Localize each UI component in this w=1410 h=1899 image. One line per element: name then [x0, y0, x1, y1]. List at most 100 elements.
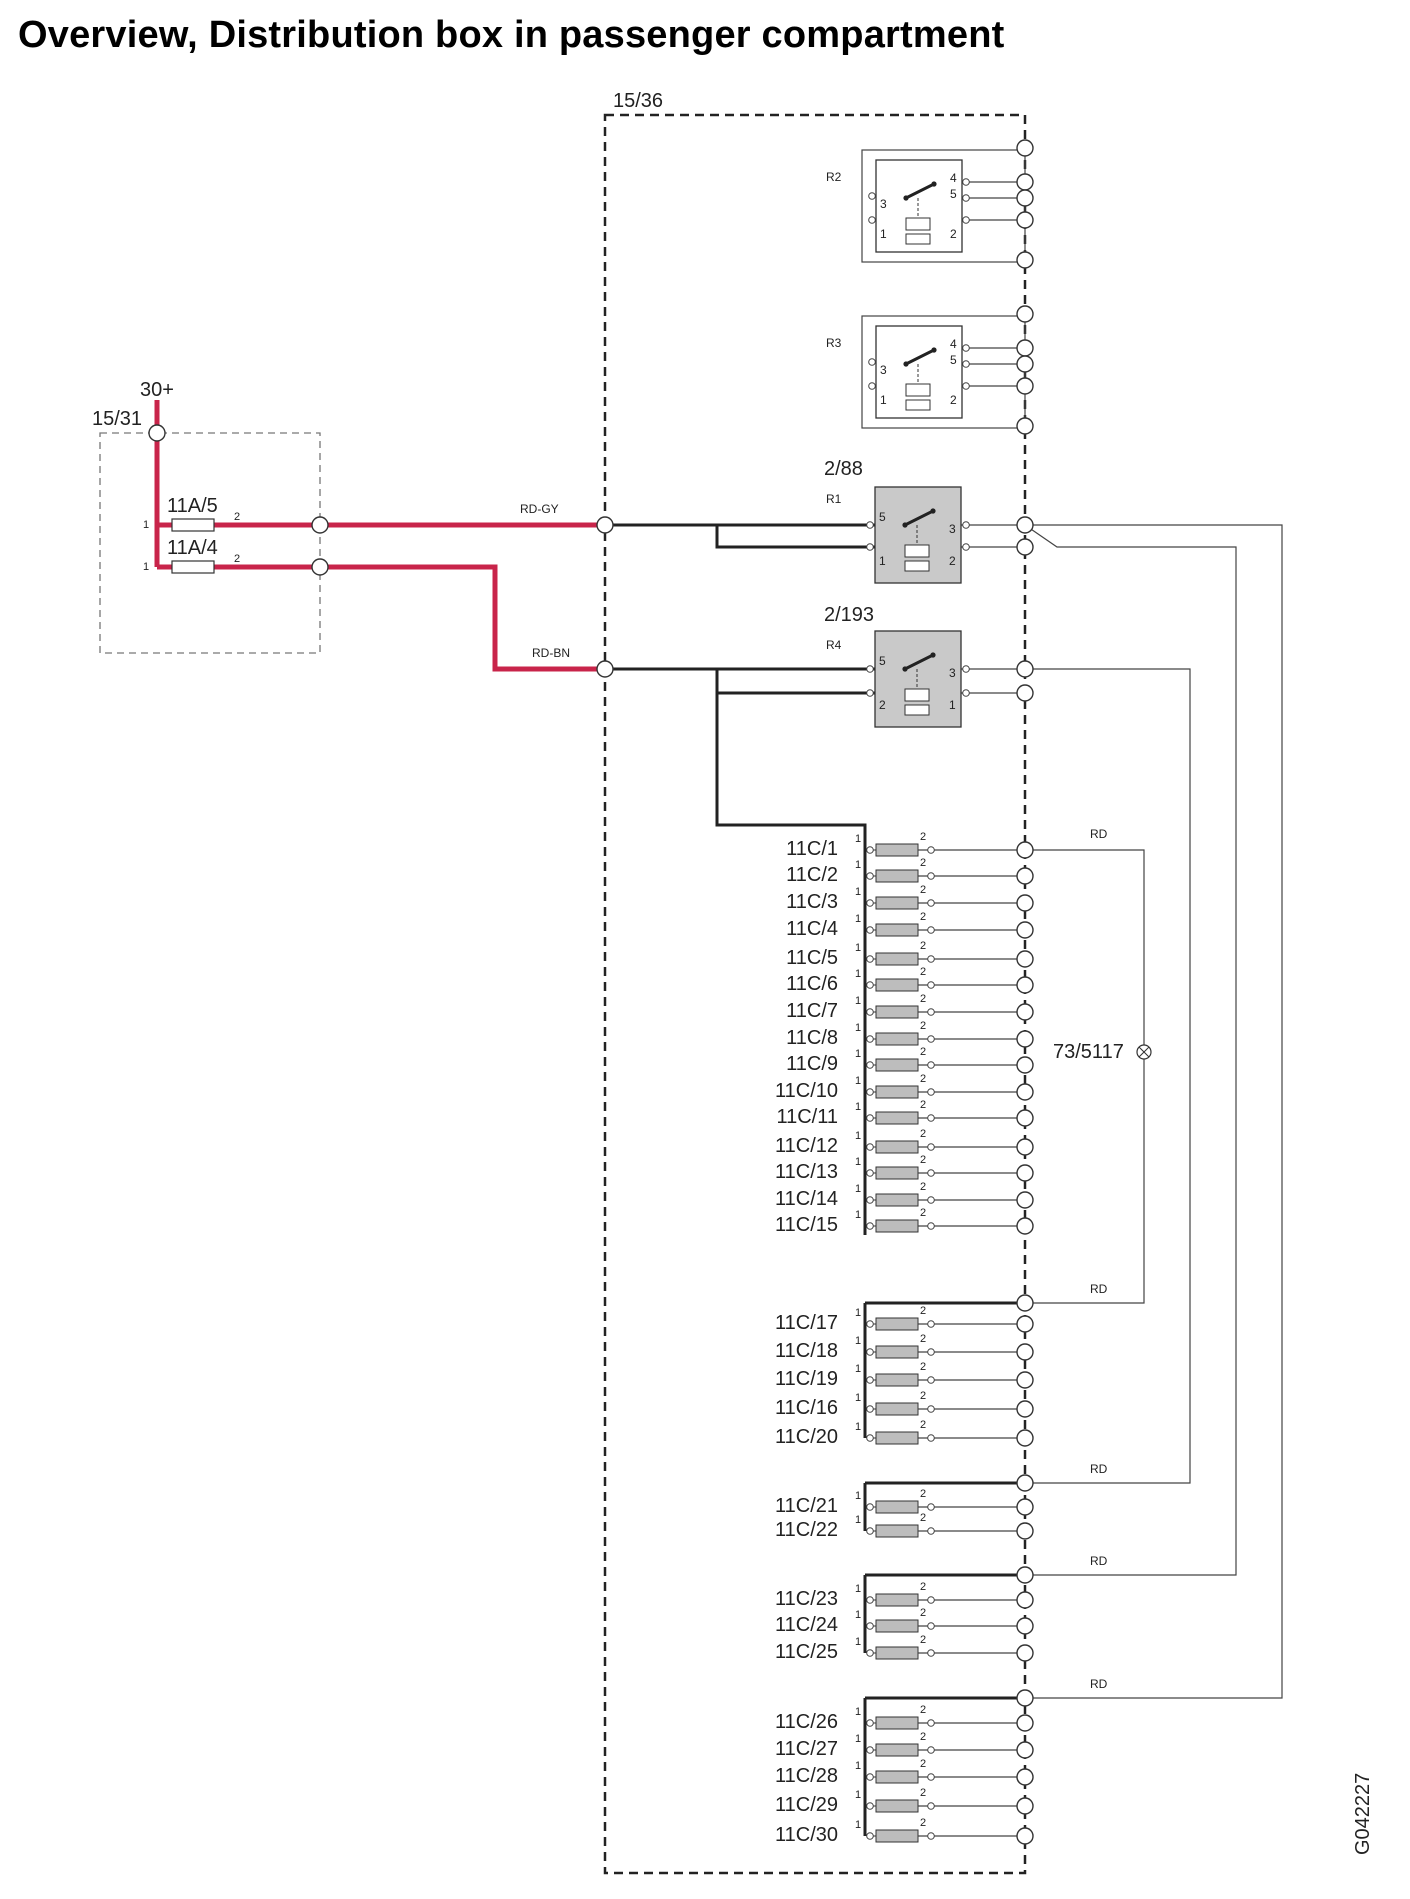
- fuse-output-terminal: [1016, 1343, 1034, 1361]
- pin-terminal: [962, 543, 970, 551]
- pin-terminal: [866, 1773, 874, 1781]
- relay-pin-label: 4: [950, 337, 957, 351]
- fuse-label: 11C/8: [786, 1027, 838, 1049]
- fuse-pin-label: 1: [855, 1733, 861, 1745]
- relay-terminal: [1016, 251, 1034, 269]
- fuse-label: 11C/2: [786, 864, 838, 886]
- fuse-pin-label: 1: [855, 1075, 861, 1087]
- pin-terminal: [962, 344, 970, 352]
- fuse-pin-label: 2: [920, 1361, 926, 1373]
- pin-terminal: [927, 1649, 935, 1657]
- group-feed-terminal: [1016, 1294, 1034, 1312]
- relay-coil: [905, 383, 931, 397]
- relay-pin-label: 2: [950, 393, 957, 407]
- pin-terminal: [866, 1114, 874, 1122]
- fuse-pin-label: 1: [855, 1760, 861, 1772]
- fuse-body: [875, 923, 919, 937]
- relay-terminal: [1016, 355, 1034, 373]
- fuse-pin-label: 2: [920, 940, 926, 952]
- fuse-pin-label: 1: [855, 1819, 861, 1831]
- fuse-output-terminal: [1016, 1714, 1034, 1732]
- fuse-pin-label: 1: [855, 913, 861, 925]
- pin-terminal: [927, 1061, 935, 1069]
- relay-label: R4: [826, 638, 842, 652]
- rd-wire-r1-b: [1024, 524, 1237, 1576]
- fuse-pin-label: 2: [920, 966, 926, 978]
- fuse-pin-label: 2: [920, 831, 926, 843]
- fuse-pin-label: 1: [855, 886, 861, 898]
- fuse-output-terminal: [1016, 894, 1034, 912]
- relay-diode: [905, 399, 931, 411]
- pin-terminal: [866, 1376, 874, 1384]
- fuse-pin-label: 2: [234, 553, 240, 565]
- relay-pin-label: 4: [950, 171, 957, 185]
- pin-terminal: [927, 1746, 935, 1754]
- fuse-pin-label: 2: [920, 1099, 926, 1111]
- pin-terminal: [866, 1222, 874, 1230]
- fuse-pin-label: 1: [855, 1636, 861, 1648]
- wire-label-rd: RD: [1090, 1462, 1108, 1476]
- fuse-body: [875, 1431, 919, 1445]
- fuse-label: 11C/10: [775, 1080, 838, 1102]
- fuse-label: 11C/13: [775, 1161, 838, 1183]
- fuse-pin-label: 2: [920, 1390, 926, 1402]
- fuse-label: 11C/21: [775, 1495, 838, 1517]
- fuse-body: [875, 1166, 919, 1180]
- ground-ref-label: 73/5117: [1053, 1041, 1124, 1063]
- pin-terminal: [962, 216, 970, 224]
- pin-terminal: [927, 899, 935, 907]
- relay-terminal: [1016, 211, 1034, 229]
- wire-label-rd: RD: [1090, 827, 1108, 841]
- relay-pin-label: 1: [879, 554, 886, 568]
- fuse-body: [875, 978, 919, 992]
- relay-output-terminal: [1016, 516, 1034, 534]
- fuse-output-terminal: [1016, 1191, 1034, 1209]
- junction-dot: [930, 652, 936, 658]
- fuse-output-terminal: [1016, 1109, 1034, 1127]
- pin-terminal: [927, 1434, 935, 1442]
- pin-terminal: [927, 1802, 935, 1810]
- fuse-output-terminal: [1016, 841, 1034, 859]
- fuse-body: [875, 843, 919, 857]
- pin-terminal: [927, 1348, 935, 1356]
- fuse-pin-label: 2: [920, 1634, 926, 1646]
- pin-terminal: [866, 1746, 874, 1754]
- pin-terminal: [866, 1649, 874, 1657]
- feed-wire-rd-bn: [157, 564, 605, 672]
- fuse-output-terminal: [1016, 867, 1034, 885]
- ground-symbol: [1136, 1044, 1152, 1060]
- pin-terminal: [866, 872, 874, 880]
- external-fuse-label: 11A/5: [167, 495, 218, 517]
- relay-terminal: [1016, 139, 1034, 157]
- relay-terminal: [1016, 305, 1034, 323]
- relay-pin-label: 1: [880, 227, 887, 241]
- relay-pin-label: 5: [950, 353, 957, 367]
- pin-terminal: [927, 1376, 935, 1384]
- fuse-label: 11C/30: [775, 1824, 838, 1846]
- fuse-body: [875, 1799, 919, 1813]
- fuse-output-terminal: [1016, 1030, 1034, 1048]
- fuse-body: [875, 1058, 919, 1072]
- pin-terminal: [927, 926, 935, 934]
- relay-diode: [904, 560, 930, 572]
- fuse-body: [875, 896, 919, 910]
- pin-terminal: [866, 926, 874, 934]
- junction-dot: [903, 361, 909, 367]
- fuse-11c-25: 1 2 11C/25: [775, 1634, 1025, 1663]
- relay-r4: [874, 630, 962, 728]
- pin-terminal: [927, 955, 935, 963]
- external-fuse-box-label: 15/31: [92, 408, 142, 430]
- fuse-label: 11C/25: [775, 1641, 838, 1663]
- wire-layer: [605, 181, 1283, 1699]
- fuse-body: [875, 1005, 919, 1019]
- pin-terminal: [962, 360, 970, 368]
- fuse-label: 11C/20: [775, 1426, 838, 1448]
- pin-terminal: [927, 1222, 935, 1230]
- relay-label: R3: [826, 336, 842, 350]
- relay-terminal: [1016, 377, 1034, 395]
- fuse-pin-label: 2: [920, 1704, 926, 1716]
